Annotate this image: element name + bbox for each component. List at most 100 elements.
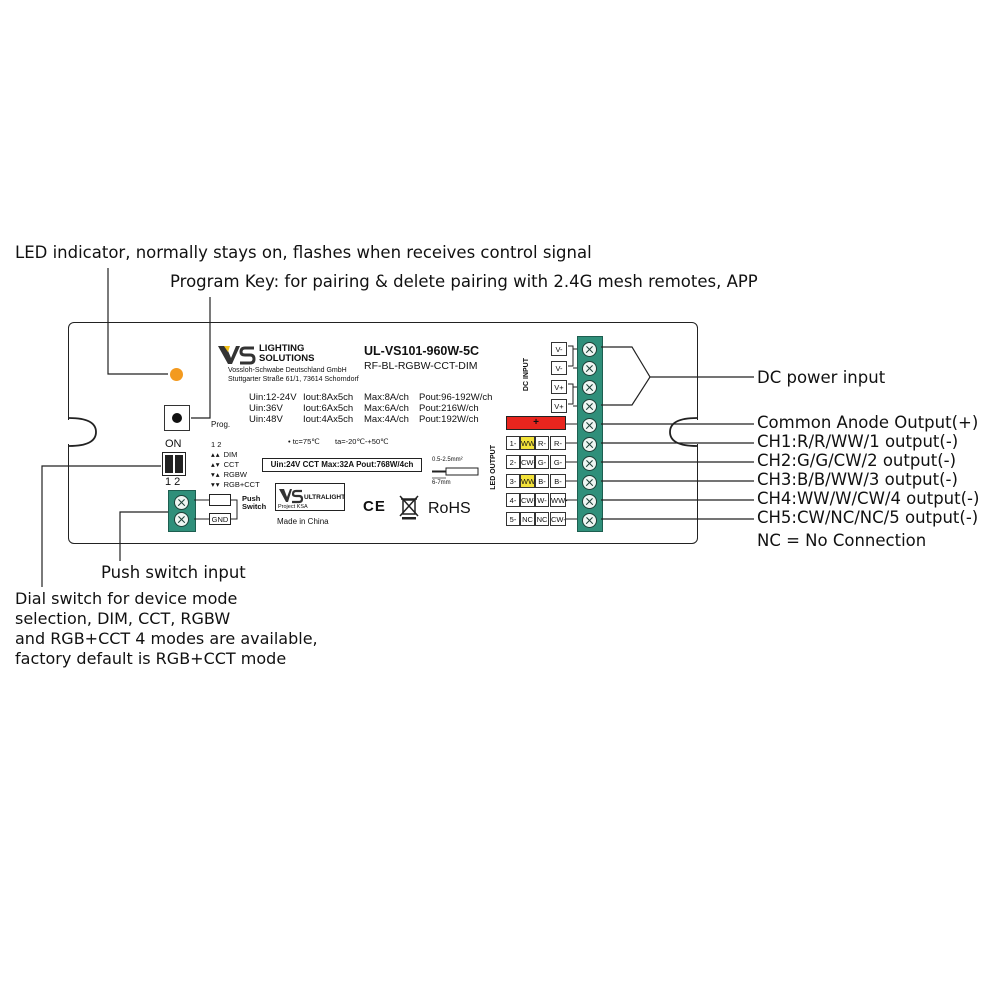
dc-input-label: DC INPUT bbox=[523, 358, 530, 392]
terminal-v-minus-2[interactable] bbox=[582, 361, 597, 376]
program-key-callout: Program Key: for pairing & delete pairin… bbox=[170, 272, 758, 291]
out-row2-rgbcct: G- bbox=[550, 455, 566, 469]
vs-logo-icon bbox=[218, 346, 256, 365]
mode-rgbcct: ▾▾ RGB+CCT bbox=[211, 480, 260, 489]
on-label: ON bbox=[165, 438, 182, 450]
spec-iout-2: Iout:6Ax5ch bbox=[303, 403, 354, 414]
dial-line-3: and RGB+CCT 4 modes are available, bbox=[15, 629, 318, 648]
spec-iout-3: Iout:4Ax5ch bbox=[303, 414, 354, 425]
company-name: Vossloh-Schwabe Deutschland GmbH bbox=[228, 367, 347, 374]
out-row5-cct: NC bbox=[520, 512, 535, 526]
led-output-label: LED OUTPUT bbox=[490, 445, 497, 490]
brand-line-2: SOLUTIONS bbox=[259, 353, 315, 364]
spec-uin-2: Uin:36V bbox=[249, 403, 283, 414]
dip-switch-2[interactable] bbox=[175, 455, 183, 473]
model-number: UL-VS101-960W-5C bbox=[364, 344, 480, 358]
push-switch-label: Push Switch bbox=[242, 494, 267, 511]
push-switch-symbol bbox=[209, 494, 231, 506]
dial-line-2: selection, DIM, CCT, RGBW bbox=[15, 609, 231, 628]
terminal-ch2[interactable] bbox=[582, 456, 597, 471]
spec-pout-1: Pout:96-192W/ch bbox=[419, 392, 493, 403]
terminal-v-minus-1[interactable] bbox=[582, 342, 597, 357]
led-indicator bbox=[170, 368, 183, 381]
out-row1-rgbw: R- bbox=[535, 436, 549, 450]
made-in-china: Made in China bbox=[277, 517, 329, 526]
out-row4-cct: CW- bbox=[520, 493, 536, 507]
dc-power-input-callout: DC power input bbox=[757, 368, 886, 387]
spec-uin-3: Uin:48V bbox=[249, 414, 283, 425]
wire-strip-icon bbox=[432, 467, 479, 479]
program-key-button[interactable] bbox=[164, 405, 190, 431]
ce-mark: CE bbox=[363, 498, 386, 515]
out-row3-num: 3- bbox=[506, 474, 520, 488]
out-row3-rgbcct: B- bbox=[550, 474, 566, 488]
push-switch-callout: Push switch input bbox=[101, 563, 246, 582]
spec-iout-1: Iout:8Ax5ch bbox=[303, 392, 354, 403]
mode-cct: ▴▾ CCT bbox=[211, 460, 240, 469]
terminal-ch1[interactable] bbox=[582, 437, 597, 452]
out-row5-rgbcct: CW- bbox=[550, 512, 566, 526]
brand-line-1: LIGHTING bbox=[259, 343, 305, 354]
out-row1-num: 1- bbox=[506, 436, 520, 450]
out-row3-cct: WW- bbox=[520, 474, 538, 488]
terminal-ch4[interactable] bbox=[582, 494, 597, 509]
terminal-v-plus-2[interactable] bbox=[582, 399, 597, 414]
common-anode-callout: Common Anode Output(+) bbox=[757, 413, 979, 432]
dc-terminal-label-2: V- bbox=[551, 361, 567, 375]
sub-model: RF-BL-RGBW-CCT-DIM bbox=[364, 360, 478, 372]
ch3-callout: CH3:B/B/WW/3 output(-) bbox=[757, 470, 958, 489]
mode-rgbw-label: RGBW bbox=[223, 470, 247, 479]
terminal-common-anode[interactable] bbox=[582, 418, 597, 433]
out-row1-cct: WW- bbox=[520, 436, 538, 450]
ch5-callout: CH5:CW/NC/NC/5 output(-) bbox=[757, 508, 979, 527]
company-address: Stuttgarter Straße 61/1, 73614 Schorndor… bbox=[228, 376, 359, 383]
spec-max-2: Max:6A/ch bbox=[364, 403, 409, 414]
program-key-dot bbox=[172, 413, 182, 423]
gnd-box: GND bbox=[209, 513, 231, 525]
main-terminal-block bbox=[577, 336, 603, 532]
rating-box: Uin:24V CCT Max:32A Pout:768W/4ch bbox=[262, 458, 422, 472]
out-row4-num: 4- bbox=[506, 493, 520, 507]
dip-numbers: 1 2 bbox=[165, 476, 181, 488]
push-terminal-screw-2[interactable] bbox=[174, 512, 189, 527]
push-switch-terminal bbox=[168, 490, 196, 532]
common-anode-bar: + bbox=[506, 416, 566, 430]
dc-input-bracket bbox=[568, 345, 579, 407]
dc-terminal-label-4: V+ bbox=[551, 399, 567, 413]
out-row5-rgbw: NC bbox=[535, 512, 549, 526]
ch2-callout: CH2:G/G/CW/2 output(-) bbox=[757, 451, 957, 470]
dc-terminal-label-1: V- bbox=[551, 342, 567, 356]
project-ksa: Project KSA bbox=[278, 504, 308, 510]
push-terminal-screw-1[interactable] bbox=[174, 495, 189, 510]
spec-max-3: Max:4A/ch bbox=[364, 414, 409, 425]
terminal-ch3[interactable] bbox=[582, 475, 597, 490]
out-row2-cct: CW- bbox=[520, 455, 536, 469]
out-row3-rgbw: B- bbox=[535, 474, 549, 488]
out-row2-rgbw: G- bbox=[535, 455, 549, 469]
mode-dim-label: DIM bbox=[223, 450, 238, 459]
dc-terminal-label-3: V+ bbox=[551, 380, 567, 394]
ch1-callout: CH1:R/R/WW/1 output(-) bbox=[757, 432, 959, 451]
out-row4-rgbcct: WW- bbox=[550, 493, 568, 507]
dial-line-1: Dial switch for device mode bbox=[15, 589, 238, 608]
brand-name: LIGHTING SOLUTIONS bbox=[259, 344, 314, 364]
tc-rating: • tc=75℃ bbox=[288, 437, 320, 446]
spec-pout-3: Pout:192W/ch bbox=[419, 414, 479, 425]
spec-pout-2: Pout:216W/ch bbox=[419, 403, 479, 414]
dip-switch-1[interactable] bbox=[165, 455, 173, 473]
mode-rgbcct-label: RGB+CCT bbox=[223, 480, 260, 489]
strip-length: 6-7mm bbox=[432, 480, 451, 486]
out-row5-num: 5- bbox=[506, 512, 520, 526]
led-indicator-callout: LED indicator, normally stays on, flashe… bbox=[15, 243, 592, 262]
terminal-v-plus-1[interactable] bbox=[582, 380, 597, 395]
terminal-ch5[interactable] bbox=[582, 513, 597, 528]
mode-dim: ▴▴ DIM bbox=[211, 450, 238, 459]
mode-header: 1 2 bbox=[211, 440, 222, 449]
mode-rgbw: ▾▴ RGBW bbox=[211, 470, 247, 479]
ta-rating: ta=-20℃-+50℃ bbox=[335, 437, 389, 446]
dip-switch[interactable] bbox=[162, 452, 186, 476]
vs-logo bbox=[218, 344, 258, 366]
spec-max-1: Max:8A/ch bbox=[364, 392, 409, 403]
spec-uin-1: Uin:12-24V bbox=[249, 392, 297, 403]
out-row1-rgbcct: R- bbox=[550, 436, 566, 450]
